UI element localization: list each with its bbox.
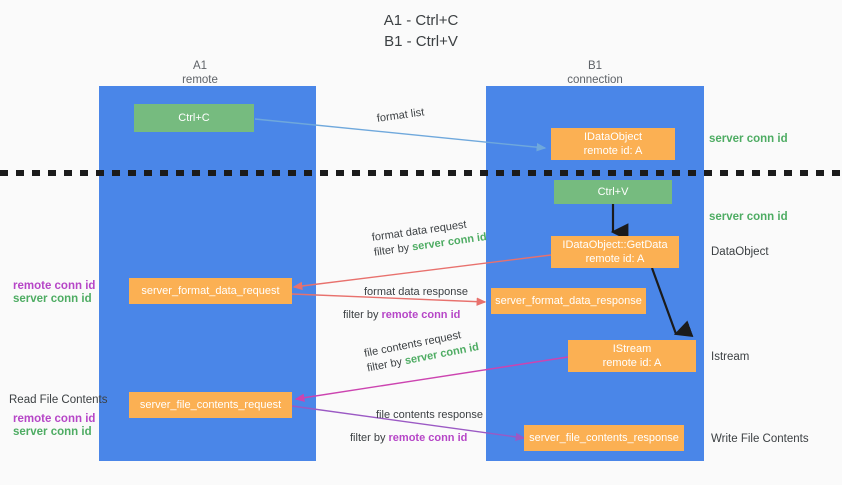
column-header-a1: A1 remote (140, 59, 260, 87)
box-istream-line1: IStream (612, 343, 652, 355)
edge-label-file-contents-response-filter: filter by remote conn id (350, 431, 483, 446)
filter-prefix: filter by (350, 432, 389, 444)
box-idataobject-getdata-line1: IDataObject::GetData (562, 239, 668, 251)
annotation-right-dataobject: DataObject (711, 246, 769, 258)
edge-label-format-data-response-main: format data response (364, 286, 468, 298)
column-header-a1-sub: remote (182, 74, 218, 86)
annotation-right-server-conn-id-1: server conn id (709, 133, 788, 145)
box-istream[interactable]: IStream remote id: A (568, 340, 696, 372)
box-server-file-contents-request-label: server_file_contents_request (139, 399, 282, 411)
box-ctrl-c-label: Ctrl+C (178, 112, 210, 124)
box-server-format-data-request-label: server_format_data_request (141, 285, 280, 297)
annotation-right-istream: Istream (711, 351, 750, 363)
filter-prefix: filter by (343, 309, 382, 321)
page-title: A1 - Ctrl+C B1 - Ctrl+V (0, 10, 842, 52)
filter-prefix: filter by (373, 241, 414, 259)
box-idataobject-getdata-line2: remote id: A (585, 253, 645, 265)
annotation-left-server-conn-id-2: server conn id (13, 426, 92, 438)
edge-label-file-contents-response-main: file contents response (376, 409, 484, 421)
edge-label-format-list: format list (376, 106, 426, 125)
filter-key-remote-conn-id: remote conn id (381, 309, 461, 321)
box-ctrl-c[interactable]: Ctrl+C (134, 104, 254, 132)
annotation-left-remote-conn-id-1: remote conn id (13, 280, 96, 292)
title-line-1: A1 - Ctrl+C (383, 12, 459, 29)
box-idataobject-getdata[interactable]: IDataObject::GetData remote id: A (551, 236, 679, 268)
box-ctrl-v[interactable]: Ctrl+V (554, 180, 672, 204)
annotation-right-write-file-contents: Write File Contents (711, 433, 809, 445)
box-ctrl-v-label: Ctrl+V (597, 186, 629, 198)
box-istream-line2: remote id: A (602, 357, 662, 369)
box-server-file-contents-response-label: server_file_contents_response (529, 432, 679, 444)
box-server-format-data-response[interactable]: server_format_data_response (491, 288, 646, 314)
filter-key-remote-conn-id: remote conn id (388, 432, 468, 444)
edge-label-format-data-response: format data response filter by remote co… (343, 285, 468, 323)
column-header-b1: B1 connection (535, 59, 655, 87)
annotation-right-server-conn-id-2: server conn id (709, 211, 788, 223)
box-idataobject[interactable]: IDataObject remote id: A (551, 128, 675, 160)
column-header-b1-name: B1 (587, 60, 603, 72)
box-server-file-contents-request[interactable]: server_file_contents_request (129, 392, 292, 418)
edge-label-format-data-request: format data request filter by server con… (371, 215, 488, 261)
annotation-left-remote-conn-id-2: remote conn id (13, 413, 96, 425)
edge-label-file-contents-request: file contents request filter by server c… (363, 325, 480, 376)
box-server-format-data-response-label: server_format_data_response (495, 295, 642, 307)
annotation-left-read-file-contents: Read File Contents (9, 394, 108, 406)
annotation-left-server-conn-id-1: server conn id (13, 293, 92, 305)
box-server-format-data-request[interactable]: server_format_data_request (129, 278, 292, 304)
box-server-file-contents-response[interactable]: server_file_contents_response (524, 425, 684, 451)
box-idataobject-line2: remote id: A (583, 145, 643, 157)
title-line-2: B1 - Ctrl+V (384, 33, 458, 50)
column-header-a1-name: A1 (192, 60, 208, 72)
column-header-b1-sub: connection (567, 74, 623, 86)
edge-label-format-data-response-filter: filter by remote conn id (343, 308, 468, 323)
box-idataobject-line1: IDataObject (583, 131, 643, 143)
edge-label-file-contents-response: file contents response filter by remote … (350, 408, 484, 446)
phase-separator-dashed-line (0, 170, 842, 176)
